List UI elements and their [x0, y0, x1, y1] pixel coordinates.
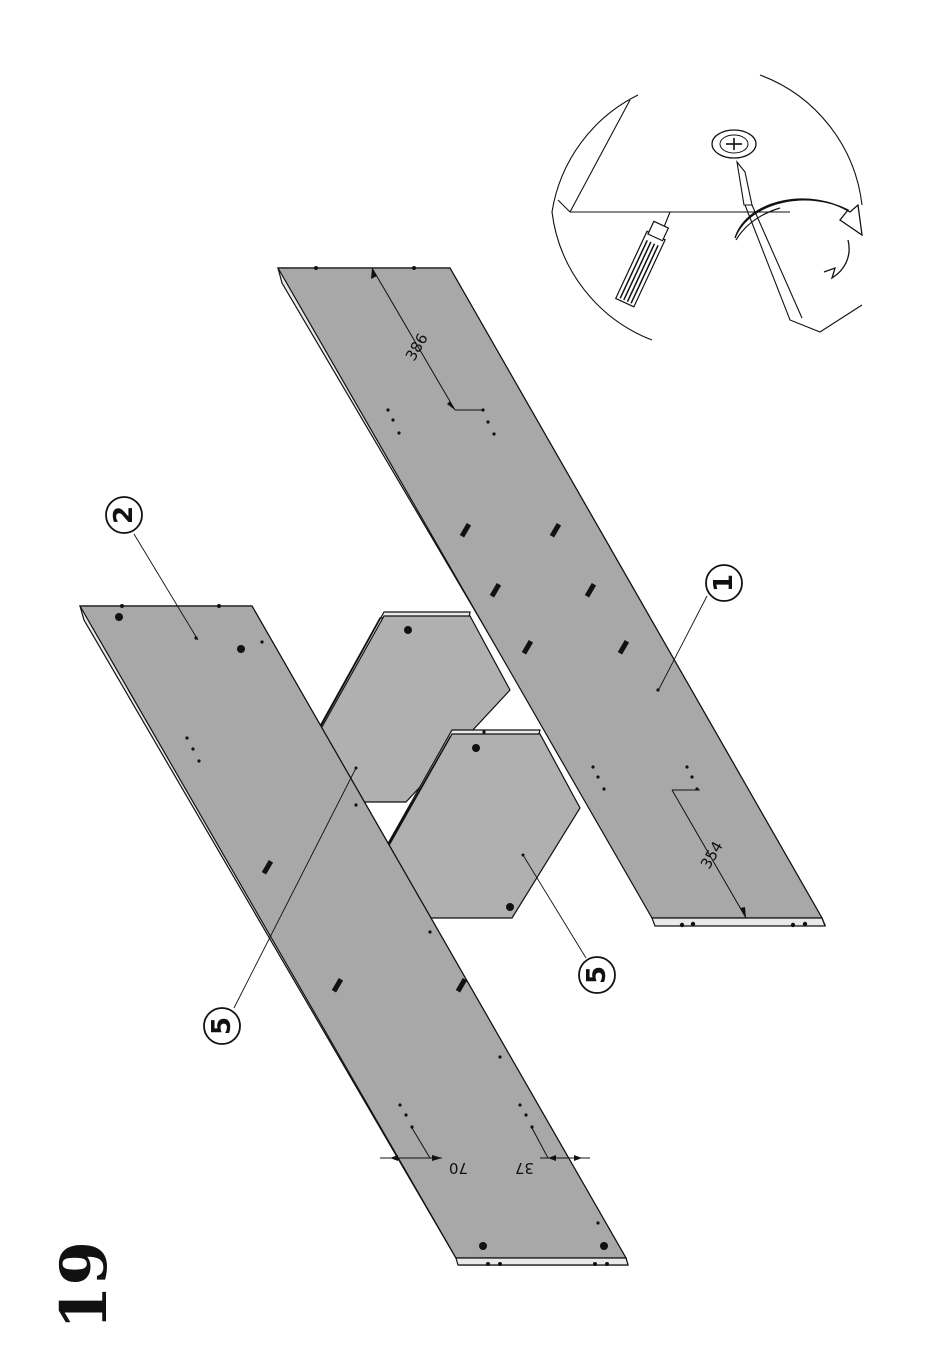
callout-part-5-lower: 5 [579, 957, 615, 993]
callout-part-2-label: 2 [109, 506, 139, 524]
callout-part-5-upper: 5 [204, 1008, 240, 1044]
callout-part-2: 2 [106, 497, 142, 533]
panel-2-front-edge [456, 1258, 628, 1265]
cam-lock-detail [712, 130, 756, 158]
step-number: 19 [47, 1241, 122, 1330]
callout-part-1: 1 [706, 565, 742, 601]
dimension-70-label: 70 [449, 1159, 468, 1177]
callout-part-5-upper-label: 5 [207, 1017, 237, 1035]
callout-part-5-lower-label: 5 [582, 966, 612, 984]
leader-5-lower [523, 855, 586, 958]
dimension-37-label: 37 [515, 1159, 534, 1177]
screwdriver-detail-icon [552, 75, 862, 340]
callout-part-1-label: 1 [709, 574, 739, 592]
panel-1-front-edge [652, 918, 825, 926]
dowel-detail [616, 220, 670, 306]
